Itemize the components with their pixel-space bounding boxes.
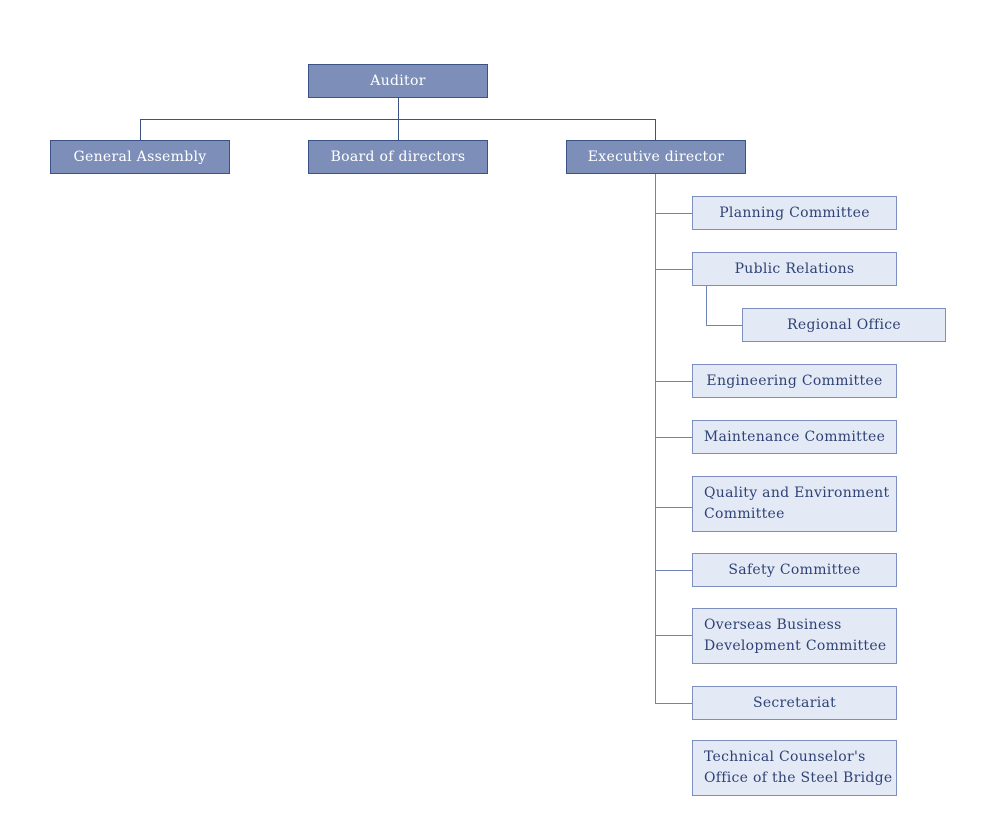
safety-committee-label: Safety Committee (728, 561, 861, 578)
connector-branch-regional-office (706, 325, 742, 326)
connector-to-general-assembly (140, 119, 141, 140)
planning-committee-label: Planning Committee (719, 204, 870, 221)
connector-branch-engineering (655, 381, 692, 382)
secretariat-label: Secretariat (752, 694, 837, 711)
engineering-committee-label: Engineering Committee (706, 372, 883, 389)
overseas-business-committee-label: Overseas Business Development Committee (704, 617, 887, 654)
safety-committee-box: Safety Committee (692, 553, 897, 587)
secretariat-box: Secretariat (692, 686, 897, 720)
general-assembly-box: General Assembly (50, 140, 230, 174)
executive-director-box: Executive director (566, 140, 746, 174)
maintenance-committee-box: Maintenance Committee (692, 420, 897, 454)
connector-branch-overseas (655, 635, 692, 636)
general-assembly-label: General Assembly (73, 148, 207, 165)
quality-environment-committee-label: Quality and Environment Committee (704, 485, 890, 522)
board-of-directors-box: Board of directors (308, 140, 488, 174)
technical-counselor-office-label: Technical Counselor's Office of the Stee… (704, 749, 893, 786)
auditor-box: Auditor (308, 64, 488, 98)
regional-office-label: Regional Office (787, 316, 901, 333)
technical-counselor-office-box: Technical Counselor's Office of the Stee… (692, 740, 897, 796)
connector-branch-safety (655, 570, 692, 571)
connector-branch-public-relations (655, 269, 692, 270)
auditor-label: Auditor (370, 72, 426, 89)
board-of-directors-label: Board of directors (330, 148, 466, 165)
regional-office-box: Regional Office (742, 308, 946, 342)
connector-branch-maintenance (655, 437, 692, 438)
connector-public-relations-down (706, 286, 707, 325)
maintenance-committee-label: Maintenance Committee (703, 428, 886, 445)
connector-branch-secretariat (655, 703, 692, 704)
engineering-committee-box: Engineering Committee (692, 364, 897, 398)
quality-environment-committee-box: Quality and Environment Committee (692, 476, 897, 532)
public-relations-box: Public Relations (692, 252, 897, 286)
overseas-business-committee-box: Overseas Business Development Committee (692, 608, 897, 664)
executive-director-label: Executive director (587, 148, 725, 165)
connector-to-executive-director (655, 119, 656, 140)
connector-top-bar (140, 119, 656, 120)
connector-branch-planning (655, 213, 692, 214)
connector-executive-spine (655, 174, 656, 704)
connector-branch-quality (655, 507, 692, 508)
public-relations-label: Public Relations (734, 260, 855, 277)
planning-committee-box: Planning Committee (692, 196, 897, 230)
